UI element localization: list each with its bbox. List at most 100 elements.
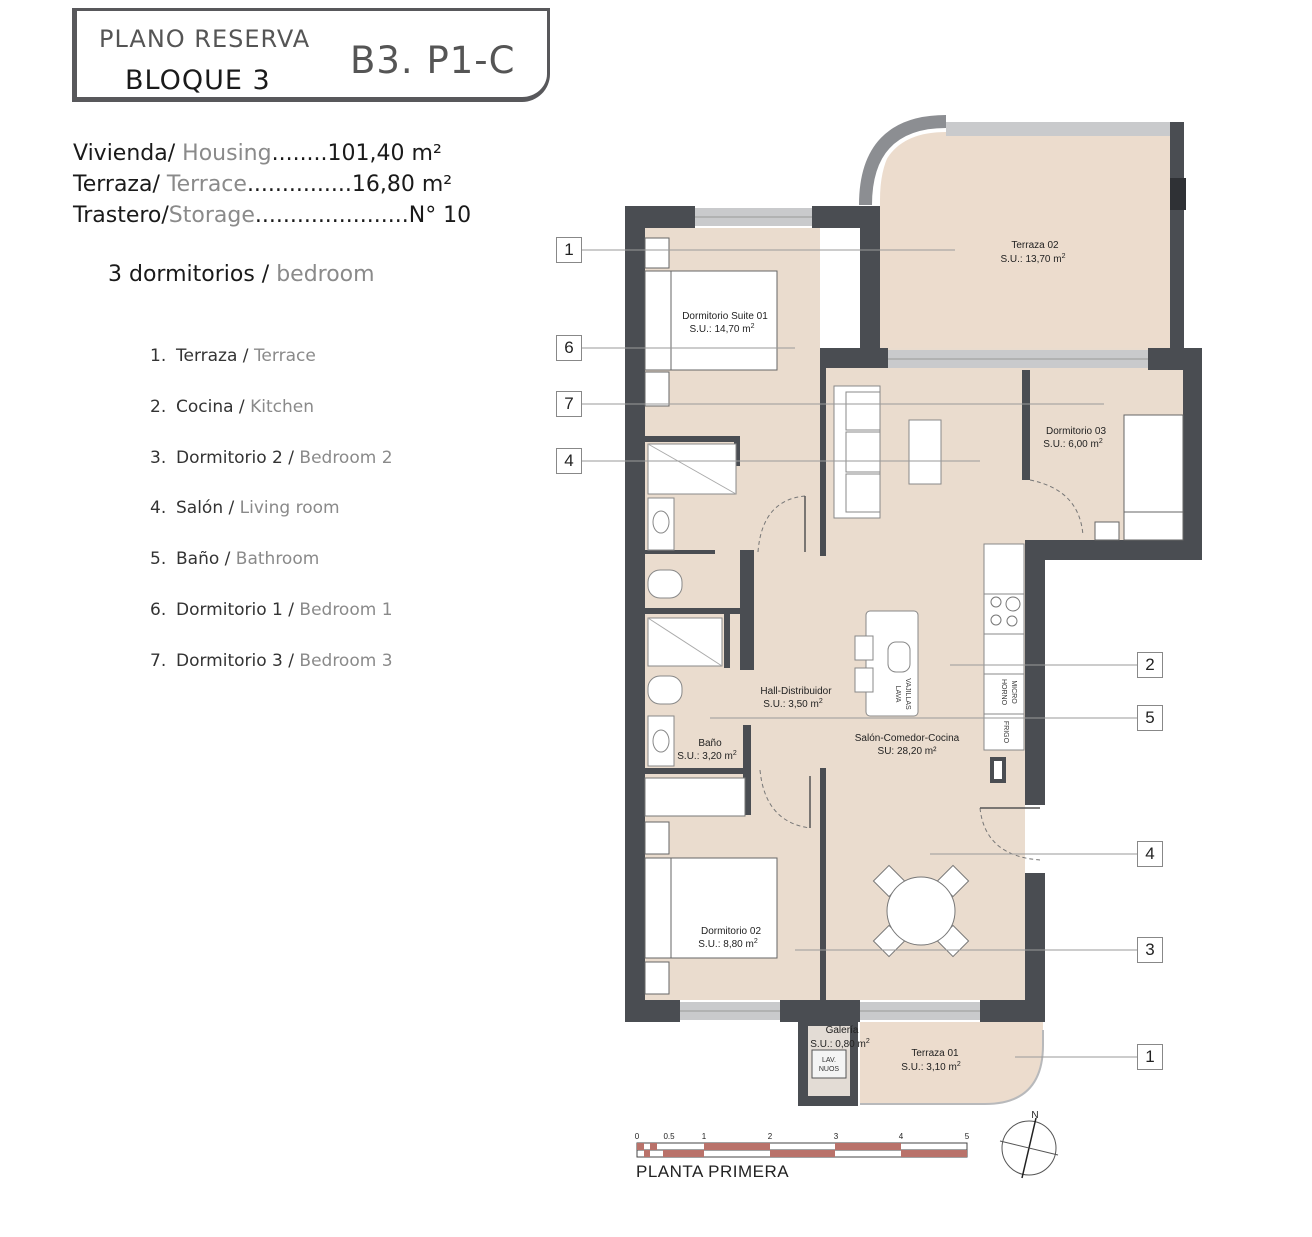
area-label-en: Storage [168,203,255,228]
room-area-dorm-03: S.U.: 6,00 m2 [1043,438,1103,450]
area-value: N° 10 [408,203,472,228]
label-lav: LAV. [822,1057,836,1064]
room-name-terraza-01: Terraza 01 [911,1048,959,1059]
area-text: S.U.: 3,20 m [677,751,733,762]
scale-tick: 0 [635,1132,640,1141]
callout-right-3: 3 [1137,937,1163,963]
fixture-labels: HORNO MICRO FRIGO LAVA VAJILLAS LAV. NUO… [819,678,1017,1073]
legend-en: Bedroom 1 [299,599,393,620]
room-area-salon: SU: 28,20 m² [878,746,938,757]
floor-label: PLANTA PRIMERA [636,1162,790,1181]
shower-diagonal [647,443,737,495]
coffee-table [908,419,942,485]
area-text: S.U.: 8,80 m [698,939,754,950]
nightstand [644,371,670,407]
callout-right-5: 5 [1137,705,1163,731]
nightstand [644,961,670,995]
scale-tick: 2 [768,1132,773,1141]
area-superscript: 2 [957,1061,961,1068]
legend-item: 1.Terraza / Terrace [150,346,393,397]
unit-code: B3. P1-C [350,39,516,82]
callout-right-2: 2 [1137,652,1163,678]
terrace-01-edge [860,1030,1044,1105]
room-name-galeria: Galería [826,1025,859,1036]
legend-num: 5. [150,549,167,570]
legend-es: Dormitorio 2 / [176,447,300,468]
room-name-terraza-02: Terraza 02 [1011,240,1059,251]
legend-en: Terrace [253,346,316,366]
stool [854,667,874,693]
callout-left-1: 1 [556,237,582,263]
bedroom-count-en: bedroom [276,262,375,287]
scale-tick: 0.5 [663,1132,675,1141]
legend-es: Terraza / [176,346,254,366]
area-label-en: Housing [182,141,272,166]
north-label: N [1031,1110,1038,1121]
room-name-salon: Salón-Comedor-Cocina [855,733,960,744]
area-summary: Vivienda/ Housing........101,40 m² Terra… [73,138,471,231]
wardrobe [644,777,746,817]
terrace-post [1170,178,1186,210]
area-row-storage: Trastero/Storage......................N°… [73,200,471,231]
nightstand [1094,521,1120,541]
legend-item: 2.Cocina / Kitchen [150,397,393,448]
sink [652,510,670,534]
door-leaves [804,496,1040,828]
legend-num: 7. [150,650,167,671]
leader-lines [582,249,1137,1058]
rail-highlight [872,128,947,206]
legend-item: 6.Dormitorio 1 / Bedroom 1 [150,600,393,651]
scale-tick: 4 [899,1132,904,1141]
area-superscript: 2 [751,323,755,330]
partitions [645,370,1030,815]
single-bed [1123,414,1184,541]
scale-tick: 1 [702,1132,707,1141]
area-row-housing: Vivienda/ Housing........101,40 m² [73,138,471,169]
callout-right-1: 1 [1137,1044,1163,1070]
callout-left-6: 6 [556,335,582,361]
bedroom-count: 3 dormitorios / bedroom [108,262,375,287]
legend-en: Bedroom 3 [299,650,393,671]
area-label-en: Terrace [166,172,247,197]
north-arrow-icon: N [999,1110,1059,1179]
nightstand [644,237,670,269]
walls [625,206,1202,1022]
closet-void [820,228,860,348]
area-text: S.U.: 13,70 m [1000,254,1061,265]
area-value: 16,80 m² [351,172,453,197]
label-lava: LAVA [894,686,901,703]
sofa [833,385,881,519]
area-superscript: 2 [1062,253,1066,260]
area-superscript: 2 [1099,438,1103,445]
legend-num: 2. [150,396,167,417]
room-area-galeria: S.U.: 0,80 m2 [810,1038,870,1050]
cooktop [990,596,1021,627]
callout-right-4: 4 [1137,841,1163,867]
bedroom-count-es: 3 dormitorios / [108,262,277,287]
area-superscript: 2 [754,938,758,945]
legend-num: 4. [150,498,167,519]
scale-tick: 3 [834,1132,839,1141]
area-label-es: Trastero/ [73,203,169,228]
room-name-hall: Hall-Distribuidor [760,686,832,697]
plano-label: PLANO RESERVA [99,25,311,53]
pillows [644,270,672,371]
legend-en: Living room [239,498,340,519]
area-text: S.U.: 3,10 m [901,1062,957,1073]
room-area-bano: S.U.: 3,20 m2 [677,750,737,762]
island-sink [887,641,911,673]
area-superscript: 2 [866,1038,870,1045]
room-area-terraza-01: S.U.: 3,10 m2 [901,1061,961,1073]
room-name-dorm-02: Dormitorio 02 [701,926,761,937]
shower-diagonal [647,617,723,667]
callout-left-4: 4 [556,448,582,474]
room-name-bano: Baño [698,738,722,749]
legend-item: 5.Baño / Bathroom [150,549,393,600]
legend-en: Bathroom [235,549,320,570]
stool [854,635,874,661]
room-area-terraza-02: S.U.: 13,70 m2 [1000,253,1065,265]
legend-es: Salón / [176,498,240,519]
legend-en: Bedroom 2 [299,447,393,468]
legend-num: 3. [150,447,167,468]
